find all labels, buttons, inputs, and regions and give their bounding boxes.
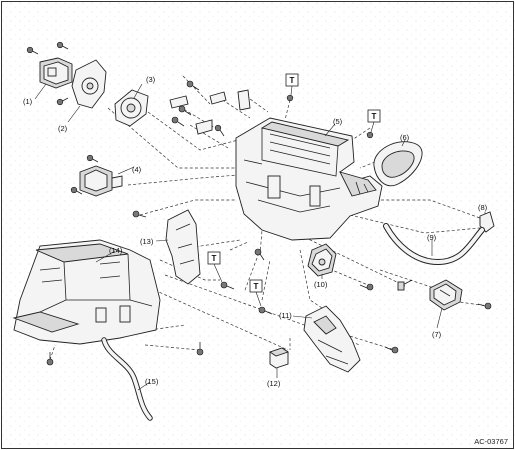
part-9-hose — [383, 223, 485, 266]
part-6-gasket — [373, 141, 423, 187]
label-part-15: (15) — [145, 377, 159, 386]
svg-text:T: T — [212, 254, 217, 263]
part-2-bracket — [71, 59, 107, 109]
part-15-drain-hose — [101, 337, 153, 421]
part-7-module — [397, 279, 463, 311]
label-part-8: (8) — [478, 203, 488, 212]
label-part-14: (14) — [109, 246, 123, 255]
leader-lines — [34, 83, 486, 391]
label-part-10: (10) — [314, 280, 328, 289]
label-part-13: (13) — [140, 237, 154, 246]
label-part-7: (7) — [432, 330, 442, 339]
part-1-actuator — [39, 57, 73, 89]
part-10-sensor — [307, 243, 337, 277]
callout-labels: (1) (2) (3) (4) (5) (6) (7) (8) (9) (10)… — [23, 75, 488, 388]
part-12-pad — [268, 347, 290, 369]
part-3-link — [114, 89, 149, 127]
label-part-2: (2) — [58, 124, 68, 133]
svg-text:T: T — [290, 76, 295, 85]
svg-text:T: T — [372, 112, 377, 121]
label-part-5: (5) — [333, 117, 343, 126]
figure-code: AC-03767 — [474, 437, 508, 446]
part-14-lower-case — [12, 239, 161, 345]
label-part-1: (1) — [23, 97, 33, 106]
label-part-11: (11) — [279, 311, 292, 320]
part-5-heater-unit — [235, 117, 383, 241]
label-part-4: (4) — [132, 165, 142, 174]
torque-marker-2: T — [367, 109, 381, 133]
torque-marker-3: T — [207, 251, 223, 283]
torque-marker-1: T — [285, 73, 299, 96]
link-arms — [169, 89, 251, 135]
svg-text:T: T — [254, 282, 259, 291]
torque-marker-4: T — [249, 279, 263, 307]
label-part-9: (9) — [427, 233, 437, 242]
screws — [26, 41, 492, 366]
label-part-12: (12) — [267, 379, 281, 388]
part-11-duct — [303, 305, 361, 373]
part-4-actuator — [79, 165, 123, 197]
label-part-6: (6) — [400, 133, 410, 142]
label-part-3: (3) — [146, 75, 156, 84]
part-13-side-panel — [165, 209, 201, 285]
part-8-clip — [479, 211, 495, 233]
